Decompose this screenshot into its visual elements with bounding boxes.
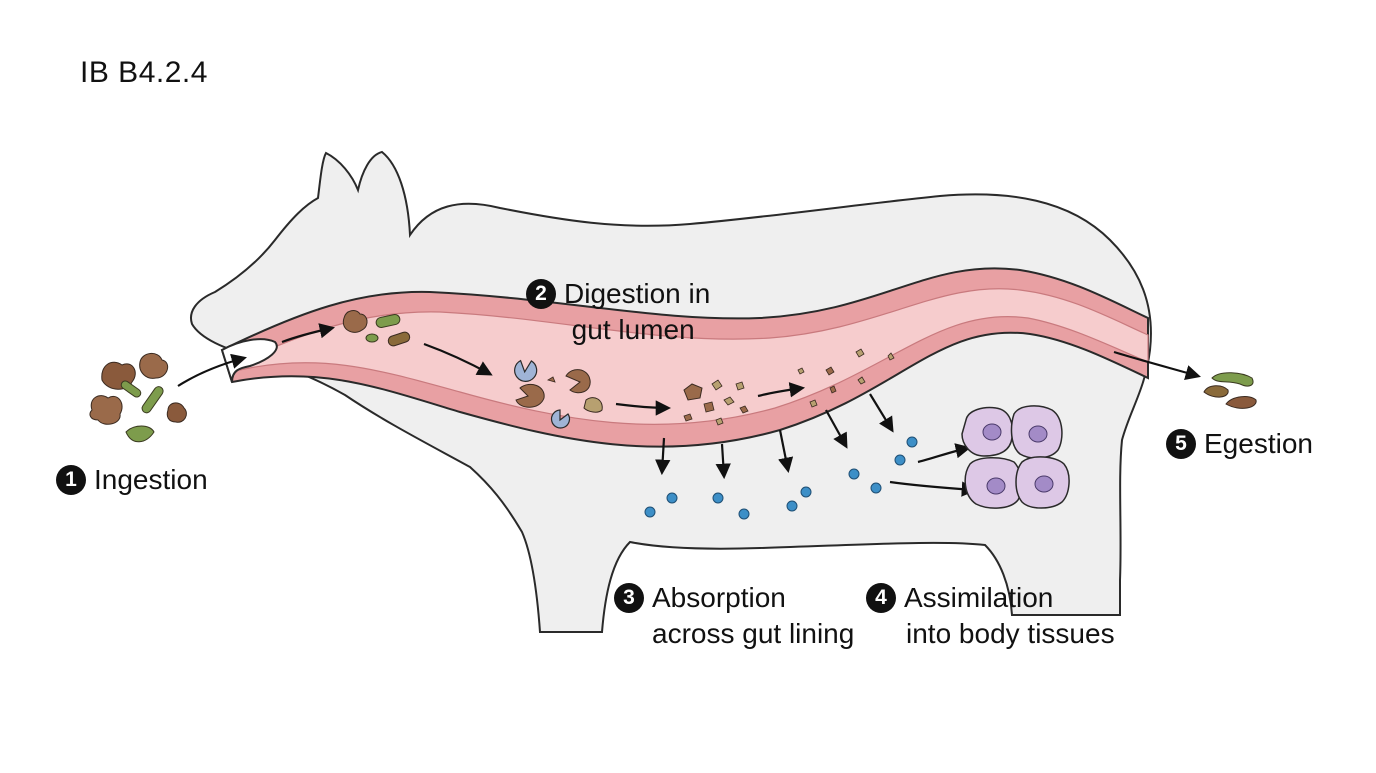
stage-number-badge: 5 [1166,429,1196,459]
arrow-icon [869,393,894,433]
nucleus-icon [1028,425,1048,443]
food-particle-icon [387,331,411,347]
enzyme-icon [514,359,538,382]
arrow-icon [825,409,848,449]
whole-food-in-gut [342,310,411,347]
nutrient-molecule-icon [786,500,798,512]
nucleus-icon [1034,475,1054,493]
arrow-icon [177,353,247,387]
stage-label-egestion: 5 Egestion [1166,426,1313,462]
stage-number-badge: 1 [56,465,86,495]
enzyme-icon [550,409,571,429]
food-particle-icon [365,333,379,343]
nutrient-molecule-icon [644,506,656,518]
food-particle-icon [1225,396,1257,409]
nutrient-molecule-icon [800,486,812,498]
food-particle-icon [375,314,401,328]
flow-arrows [177,323,1201,416]
egested-waste [1203,372,1257,409]
arrow-icon [778,429,794,474]
food-fragments [683,348,895,426]
stage-text: Ingestion [94,464,208,495]
arrow-icon [1113,350,1201,381]
nutrient-molecules [644,436,918,520]
body-tissue-cells [961,405,1070,509]
food-particle-icon [342,310,368,333]
mouth-opening [220,338,278,383]
stage-text: gut lumen [571,314,695,345]
stage-label-digestion: 2 Digestion in gut lumen [526,276,710,348]
food-particle-icon [1211,372,1254,387]
arrow-icon [757,382,806,398]
gut-tube [220,267,1149,448]
stage-text: Digestion in [564,278,711,309]
arrow-icon [281,323,336,344]
nutrient-molecule-icon [848,468,860,480]
food-particle-icon [565,369,591,394]
enzyme-action [514,359,603,429]
stage-number-badge: 3 [614,583,644,613]
stage-number-badge: 4 [866,583,896,613]
nutrient-molecule-icon [712,492,724,504]
arrow-icon [423,342,493,376]
stage-text: Absorption [652,582,786,613]
food-particle-icon [1203,385,1229,398]
food-pile [89,353,187,443]
stage-label-ingestion: 1 Ingestion [56,462,208,498]
arrow-icon [917,443,972,464]
stage-text: Egestion [1204,428,1313,459]
stage-number-badge: 2 [526,279,556,309]
food-particle-icon [166,402,187,423]
absorption-arrows [655,393,894,480]
food-particle-icon [583,397,603,413]
food-particle-icon [125,425,155,443]
nutrient-molecule-icon [906,436,918,448]
stage-label-absorption: 3 Absorption across gut lining [614,580,854,652]
stage-text: into body tissues [906,618,1115,649]
arrow-icon [655,437,671,476]
stage-text: Assimilation [904,582,1054,613]
arrow-icon [615,400,672,416]
nutrient-molecule-icon [666,492,678,504]
nucleus-icon [982,423,1002,441]
food-particle-icon [89,395,123,425]
stage-label-assimilation: 4 Assimilation into body tissues [866,580,1115,652]
food-particle-icon [515,383,545,408]
food-particle-icon [547,376,556,383]
arrow-icon [715,443,731,480]
nutrient-molecule-icon [738,508,750,520]
stage-text: across gut lining [652,618,855,649]
syllabus-code: IB B4.2.4 [80,56,208,89]
nutrient-molecule-icon [894,454,906,466]
food-particle-icon [120,380,142,398]
nucleus-icon [986,477,1006,495]
food-particle-icon [141,386,164,414]
nutrient-molecule-icon [870,482,882,494]
food-particle-icon [139,353,169,379]
